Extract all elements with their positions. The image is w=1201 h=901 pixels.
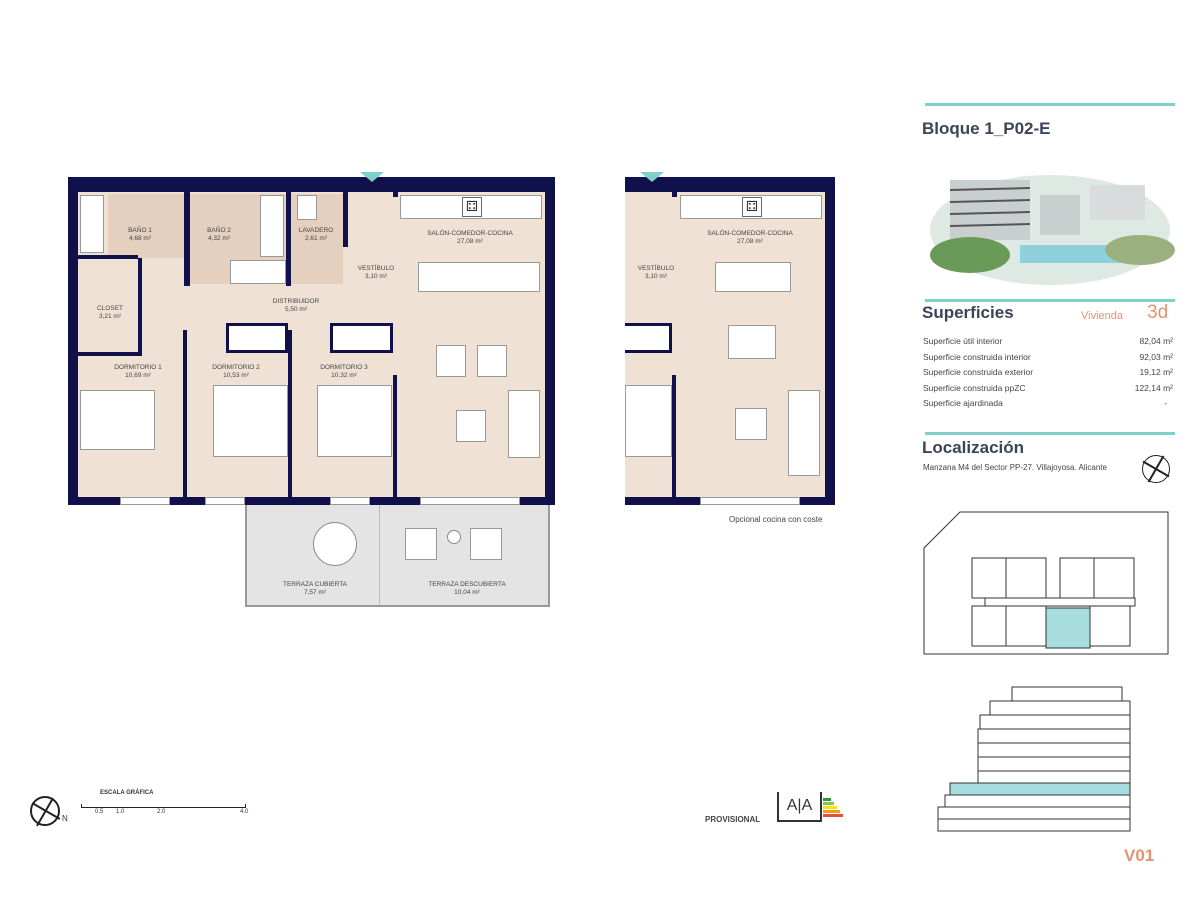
localizacion-title: Localización	[922, 438, 1025, 457]
divider	[925, 432, 1175, 435]
entrance-marker-icon	[640, 172, 664, 182]
site-plan-map	[923, 511, 1169, 655]
building-render-image	[930, 150, 1175, 290]
building-elevation	[937, 686, 1131, 832]
scale-bar	[81, 804, 246, 808]
stove-icon: ⚃	[742, 197, 762, 217]
scale-tick: 1.0	[116, 809, 125, 815]
block-title: Bloque 1_P02-E	[922, 119, 1051, 138]
scale-title: ESCALA GRÁFICA	[100, 790, 154, 796]
vivienda-label: Vivienda	[1081, 310, 1123, 322]
north-compass-icon	[1142, 455, 1170, 483]
stove-icon: ⚃	[462, 197, 482, 217]
energy-rating-logo: A AA|A	[777, 792, 822, 822]
version-label: V01	[1124, 846, 1155, 865]
divider	[925, 299, 1175, 302]
north-label: N	[62, 814, 68, 823]
north-compass-icon	[30, 796, 61, 827]
surface-row: Superficie ajardinada-	[923, 398, 1167, 408]
scale-tick: 2.0	[157, 809, 166, 815]
energy-provisional-label: PROVISIONAL	[705, 815, 761, 824]
scale-tick: 0.5	[95, 809, 104, 815]
scale-tick: 4.0	[240, 809, 249, 815]
option-note: Opcional cocina con coste	[729, 515, 823, 524]
divider	[925, 103, 1175, 106]
vivienda-type: 3d	[1147, 302, 1169, 323]
entrance-marker-icon	[360, 172, 384, 182]
superficies-title: Superficies	[922, 303, 1014, 322]
address: Manzana M4 del Sector PP-27. Villajoyosa…	[923, 463, 1107, 472]
